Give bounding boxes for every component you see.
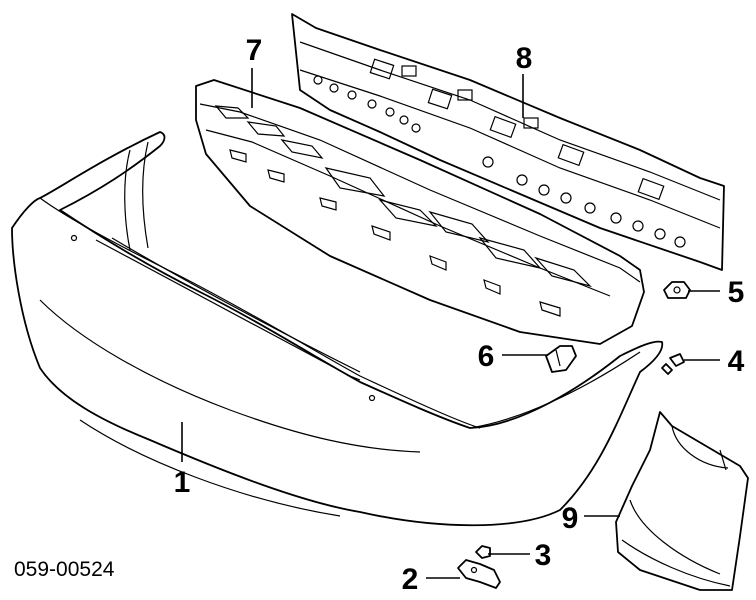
leader-lines [181,68,720,579]
callout-2: 2 [402,563,419,596]
screw-part-4[interactable] [661,353,685,375]
callout-9: 9 [562,502,579,535]
clip-nut-part-5[interactable] [663,281,691,299]
callout-7: 7 [246,34,263,67]
callout-4: 4 [728,345,745,378]
callout-5: 5 [728,276,745,309]
energy-absorber-part-7[interactable] [195,79,645,345]
mud-flap-part-9[interactable] [615,411,749,591]
retainer-clip-part-6[interactable] [545,345,577,373]
drawing-code: 059-00524 [14,558,115,581]
callout-1: 1 [174,466,191,499]
callout-8: 8 [516,42,533,75]
small-clip-part-3[interactable] [475,545,491,559]
callout-6: 6 [478,340,495,373]
reinforcement-beam-part-8[interactable] [291,13,725,271]
callout-3: 3 [535,539,552,572]
bracket-part-2[interactable] [457,559,501,589]
bumper-cover-part-1[interactable] [11,131,664,527]
